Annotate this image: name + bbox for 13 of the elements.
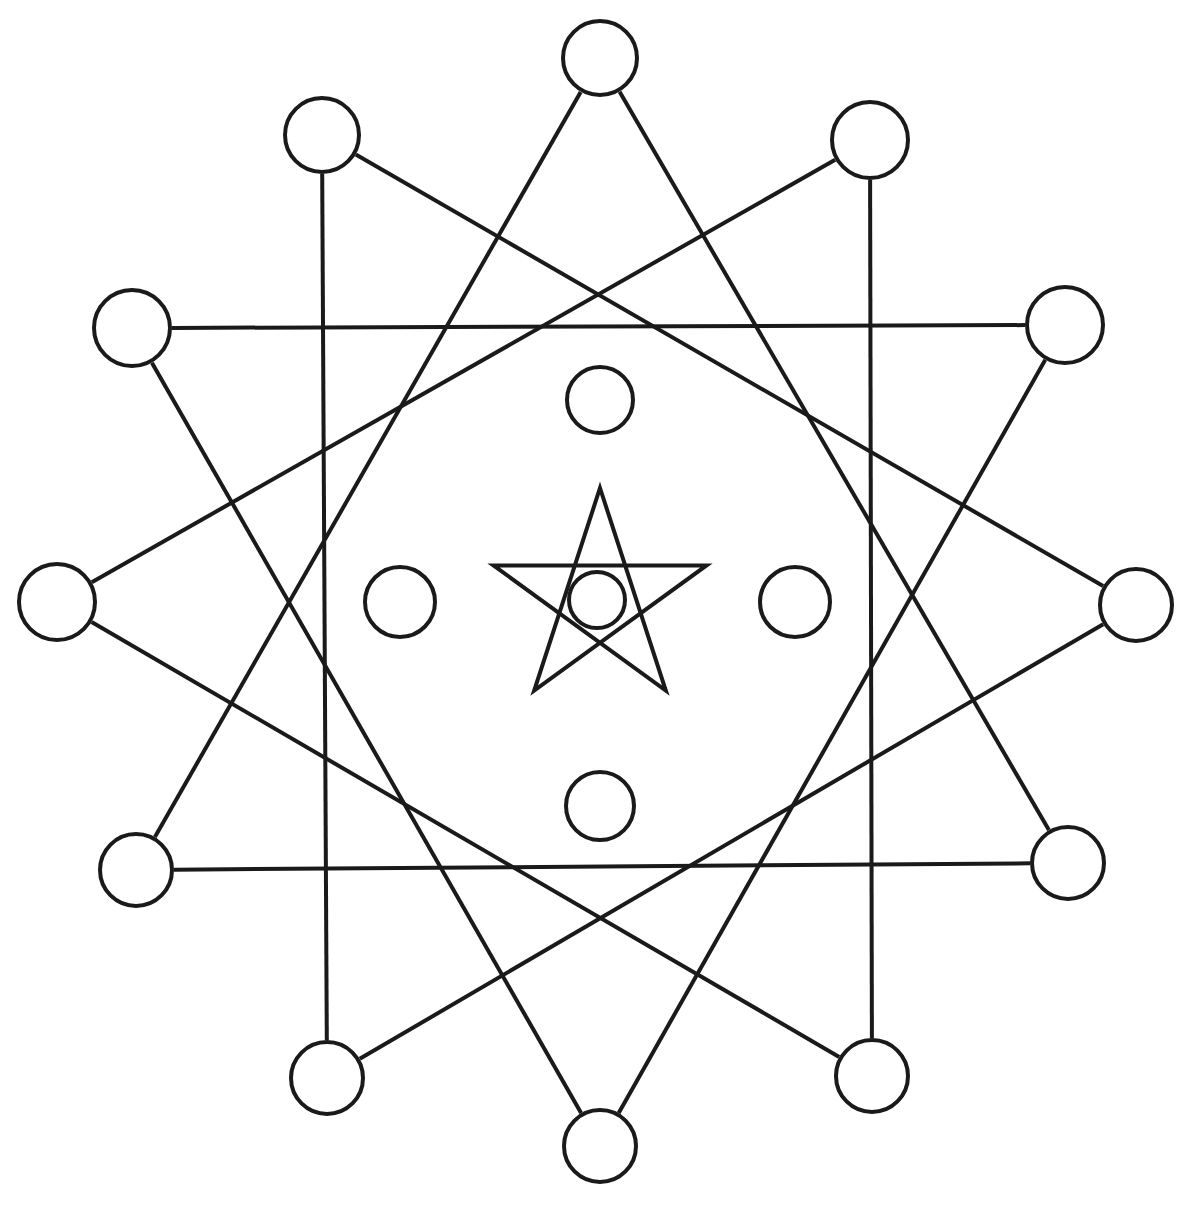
connecting-line	[153, 90, 583, 838]
circle	[567, 570, 627, 630]
connecting-line	[868, 180, 874, 1038]
connecting-line	[172, 323, 1025, 330]
connecting-line	[354, 152, 1105, 588]
connecting-line	[358, 622, 1105, 1061]
connecting-line	[320, 174, 329, 1040]
connecting-line	[90, 158, 837, 584]
connecting-line	[174, 861, 1030, 872]
connecting-line	[616, 358, 1048, 1114]
connecting-line	[90, 620, 841, 1059]
connecting-line	[150, 361, 583, 1114]
connecting-line	[617, 90, 1051, 832]
